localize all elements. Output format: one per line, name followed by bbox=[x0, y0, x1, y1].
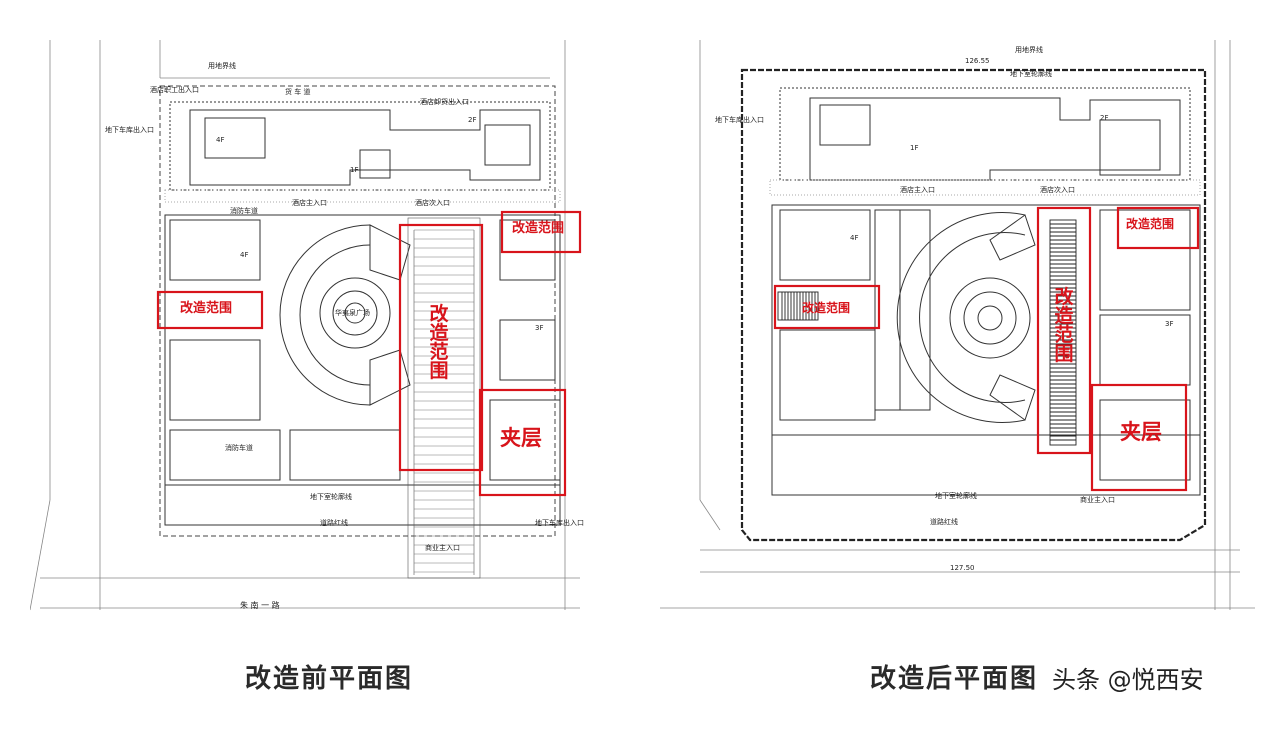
plan-before-texts: 用地界线 酒店职工出入口 货 车 道 酒店卸货出入口 地下车库出入口 酒店主入口… bbox=[105, 61, 584, 610]
commercial-entry-label: 商业主入口 bbox=[425, 543, 460, 552]
plan-before: 用地界线 酒店职工出入口 货 车 道 酒店卸货出入口 地下车库出入口 酒店主入口… bbox=[30, 30, 590, 620]
loading-road-label: 货 车 道 bbox=[285, 87, 310, 96]
left-stair bbox=[777, 291, 819, 321]
basement-line-south-label: 地下室轮廓线 bbox=[935, 491, 977, 500]
mezzanine-box bbox=[478, 388, 567, 497]
floor-4f-label: 4F bbox=[216, 136, 224, 144]
highlight-boxes bbox=[156, 210, 582, 497]
scope-left-tag: 改造范围 bbox=[180, 301, 233, 316]
garage-entry-label: 地下车库出入口 bbox=[715, 115, 764, 124]
center-plaza-label: 华夷泉广场 bbox=[335, 308, 370, 317]
floor-1f-label: 1F bbox=[910, 144, 918, 152]
dim-top-label: 126.55 bbox=[965, 57, 990, 65]
hotel-side-entry-label: 酒店次入口 bbox=[1040, 185, 1075, 194]
floor-4f-label: 4F bbox=[850, 234, 858, 242]
atrium bbox=[279, 224, 411, 406]
site-line-label: 用地界线 bbox=[1015, 45, 1043, 54]
redline-south-label: 道路红线 bbox=[930, 517, 958, 526]
mezzanine-box bbox=[1090, 383, 1188, 492]
podium bbox=[164, 214, 561, 526]
scope-top-right-box bbox=[1116, 206, 1200, 250]
floor-4f-label-2: 4F bbox=[240, 251, 248, 259]
central-stair-zone bbox=[407, 217, 481, 579]
mezzanine-tag: 夹层 bbox=[1120, 420, 1162, 444]
scope-center-tag: 改造范围 bbox=[1054, 286, 1074, 365]
basement-line-label: 地下室轮廓线 bbox=[310, 492, 352, 501]
commercial-entry-label: 商业主入口 bbox=[1080, 495, 1115, 504]
plan-after-drawing: 用地界线 126.55 地下室轮廓线 地下车库出入口 酒店主入口 酒店次入口 地… bbox=[660, 40, 1255, 610]
redline-south-label: 道路红线 bbox=[320, 518, 348, 527]
hotel-block bbox=[169, 101, 551, 191]
plan-before-drawing: 用地界线 酒店职工出入口 货 车 道 酒店卸货出入口 地下车库出入口 酒店主入口… bbox=[30, 40, 584, 611]
hotel-side-entry-label: 酒店次入口 bbox=[415, 198, 450, 207]
scope-center-box bbox=[1036, 206, 1092, 455]
road-lines bbox=[30, 40, 580, 611]
scope-left-box bbox=[773, 284, 881, 330]
scope-top-right-tag: 改造范围 bbox=[1126, 217, 1175, 231]
scope-center-box bbox=[398, 223, 484, 472]
atrium bbox=[896, 212, 1036, 423]
caption-before: 改造前平面图 bbox=[245, 664, 414, 694]
watermark: 头条 @悦西安 bbox=[1052, 666, 1204, 694]
site-boundary bbox=[159, 85, 556, 537]
floor-2f-label: 2F bbox=[1100, 114, 1108, 122]
site-line-label: 用地界线 bbox=[208, 61, 236, 70]
mezzanine-tag: 夹层 bbox=[500, 426, 542, 450]
dim-total-label: 127.50 bbox=[950, 564, 975, 572]
scope-left-tag: 改造范围 bbox=[802, 301, 851, 315]
plan-after-texts: 用地界线 126.55 地下室轮廓线 地下车库出入口 酒店主入口 酒店次入口 地… bbox=[715, 45, 1173, 572]
floor-3f-label: 3F bbox=[535, 324, 543, 332]
hotel-entry-label: 酒店主入口 bbox=[292, 198, 327, 207]
plan-after: 用地界线 126.55 地下室轮廓线 地下车库出入口 酒店主入口 酒店次入口 地… bbox=[660, 30, 1260, 620]
road-lines bbox=[660, 40, 1255, 610]
stair-stripes bbox=[414, 229, 474, 573]
scope-top-right-tag: 改造范围 bbox=[512, 221, 565, 236]
staff-entry-label: 酒店职工出入口 bbox=[150, 85, 199, 94]
basement-line-north-label: 地下室轮廓线 bbox=[1010, 69, 1052, 78]
loading-entry-label: 酒店卸货出入口 bbox=[420, 97, 469, 106]
hotel-entry-label: 酒店主入口 bbox=[900, 185, 935, 194]
floor-2f-label: 2F bbox=[468, 116, 476, 124]
scope-left-box bbox=[156, 290, 264, 330]
site-boundary bbox=[740, 68, 1207, 542]
hotel-block bbox=[779, 87, 1191, 181]
highlight-boxes bbox=[773, 206, 1200, 492]
inner-road-south-label: 消防车道 bbox=[225, 443, 253, 452]
road-south-label: 朱 南 一 路 bbox=[240, 600, 280, 610]
inner-road-north-label: 消防车道 bbox=[230, 206, 258, 215]
new-stair-run bbox=[1049, 219, 1077, 446]
scope-top-right-box bbox=[500, 210, 582, 254]
caption-after: 改造后平面图 bbox=[870, 664, 1039, 694]
floor-3f-label: 3F bbox=[1165, 320, 1173, 328]
floor-1f-label: 1F bbox=[350, 166, 358, 174]
garage-north-label: 地下车库出入口 bbox=[105, 125, 154, 134]
garage-south-label: 地下车库出入口 bbox=[535, 518, 584, 527]
scope-center-tag: 改造范围 bbox=[429, 303, 449, 382]
